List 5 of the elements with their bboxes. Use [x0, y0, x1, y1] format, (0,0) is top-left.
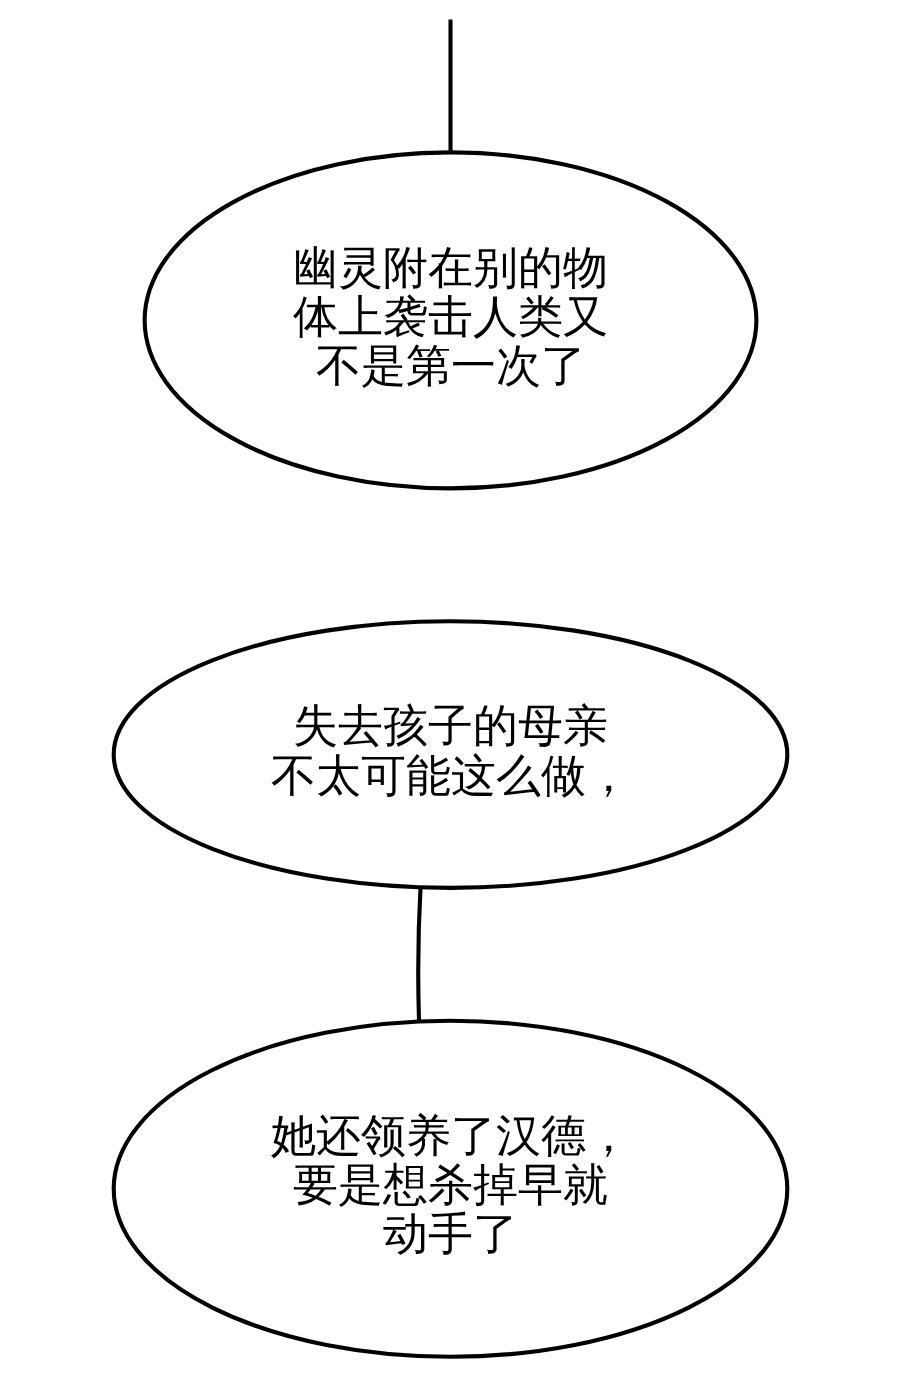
node-ellipse: 失去孩子的母亲不太可能这么做，: [111, 618, 789, 890]
node-ellipse: 她还领养了汉德，要是想杀掉早就动手了: [111, 1018, 789, 1359]
connector: [447, 19, 453, 152]
connector: [415, 886, 423, 1022]
node-ellipse: 幽灵附在别的物体上袭击人类又不是第一次了: [142, 149, 758, 490]
